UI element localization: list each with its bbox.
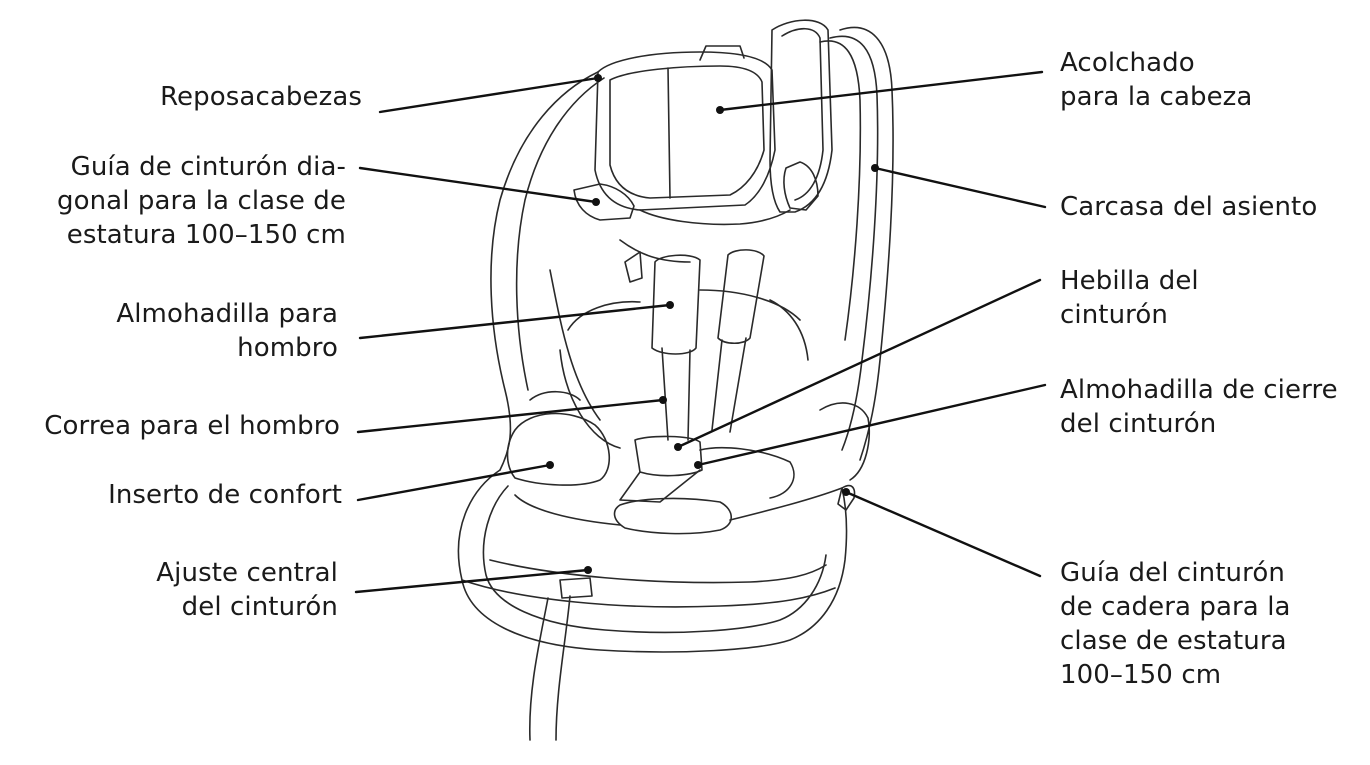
label-ajuste-central: Ajuste central del cinturón — [156, 556, 338, 624]
label-line: Reposacabezas — [160, 80, 362, 114]
dot-reposacabezas — [594, 74, 602, 82]
label-line: Hebilla del — [1060, 264, 1199, 298]
label-guia-cinturon-cadera: Guía del cinturón de cadera para la clas… — [1060, 556, 1291, 692]
dot-inserto — [546, 461, 554, 469]
label-line: Guía de cinturón dia- — [57, 150, 346, 184]
label-line: clase de estatura — [1060, 624, 1291, 658]
label-line: del cinturón — [156, 590, 338, 624]
leader-reposacabezas — [380, 78, 598, 112]
label-hebilla-cinturon: Hebilla del cinturón — [1060, 264, 1199, 332]
leader-almohadilla-hombro — [360, 305, 670, 338]
leader-ajuste — [356, 570, 588, 592]
dot-carcasa — [871, 164, 879, 172]
label-line: Acolchado — [1060, 46, 1252, 80]
leader-carcasa — [875, 168, 1045, 207]
label-guia-cinturon-diagonal: Guía de cinturón dia- gonal para la clas… — [57, 150, 346, 252]
label-line: Almohadilla de cierre — [1060, 373, 1338, 407]
dot-guia-cadera — [842, 488, 850, 496]
dot-guia-diagonal — [592, 198, 600, 206]
leader-inserto — [358, 465, 550, 500]
leader-lines — [356, 72, 1045, 592]
leader-acolchado — [720, 72, 1042, 110]
label-reposacabezas: Reposacabezas — [160, 80, 362, 114]
label-almohadilla-cierre: Almohadilla de cierre del cinturón — [1060, 373, 1338, 441]
car-seat-illustration — [458, 20, 893, 740]
leader-guia-diagonal — [360, 168, 596, 202]
label-line: para la cabeza — [1060, 80, 1252, 114]
label-almohadilla-hombro: Almohadilla para hombro — [116, 297, 338, 365]
label-line: 100–150 cm — [1060, 658, 1291, 692]
label-line: de cadera para la — [1060, 590, 1291, 624]
label-line: estatura 100–150 cm — [57, 218, 346, 252]
label-correa-hombro: Correa para el hombro — [44, 409, 340, 443]
dot-acolchado — [716, 106, 724, 114]
leader-hebilla — [678, 280, 1040, 447]
leader-guia-cadera — [846, 492, 1040, 576]
label-line: del cinturón — [1060, 407, 1338, 441]
label-line: Ajuste central — [156, 556, 338, 590]
label-line: Guía del cinturón — [1060, 556, 1291, 590]
dot-ajuste — [584, 566, 592, 574]
label-line: cinturón — [1060, 298, 1199, 332]
dot-hebilla — [674, 443, 682, 451]
dot-almohadilla-hombro — [666, 301, 674, 309]
label-acolchado-cabeza: Acolchado para la cabeza — [1060, 46, 1252, 114]
leader-almohadilla-cierre — [698, 385, 1045, 465]
label-line: gonal para la clase de — [57, 184, 346, 218]
label-line: Correa para el hombro — [44, 409, 340, 443]
label-line: Inserto de confort — [108, 478, 342, 512]
dot-correa — [659, 396, 667, 404]
label-inserto-confort: Inserto de confort — [108, 478, 342, 512]
label-line: Almohadilla para — [116, 297, 338, 331]
label-line: hombro — [116, 331, 338, 365]
label-carcasa-asiento: Carcasa del asiento — [1060, 190, 1317, 224]
dot-almohadilla-cierre — [694, 461, 702, 469]
label-line: Carcasa del asiento — [1060, 190, 1317, 224]
